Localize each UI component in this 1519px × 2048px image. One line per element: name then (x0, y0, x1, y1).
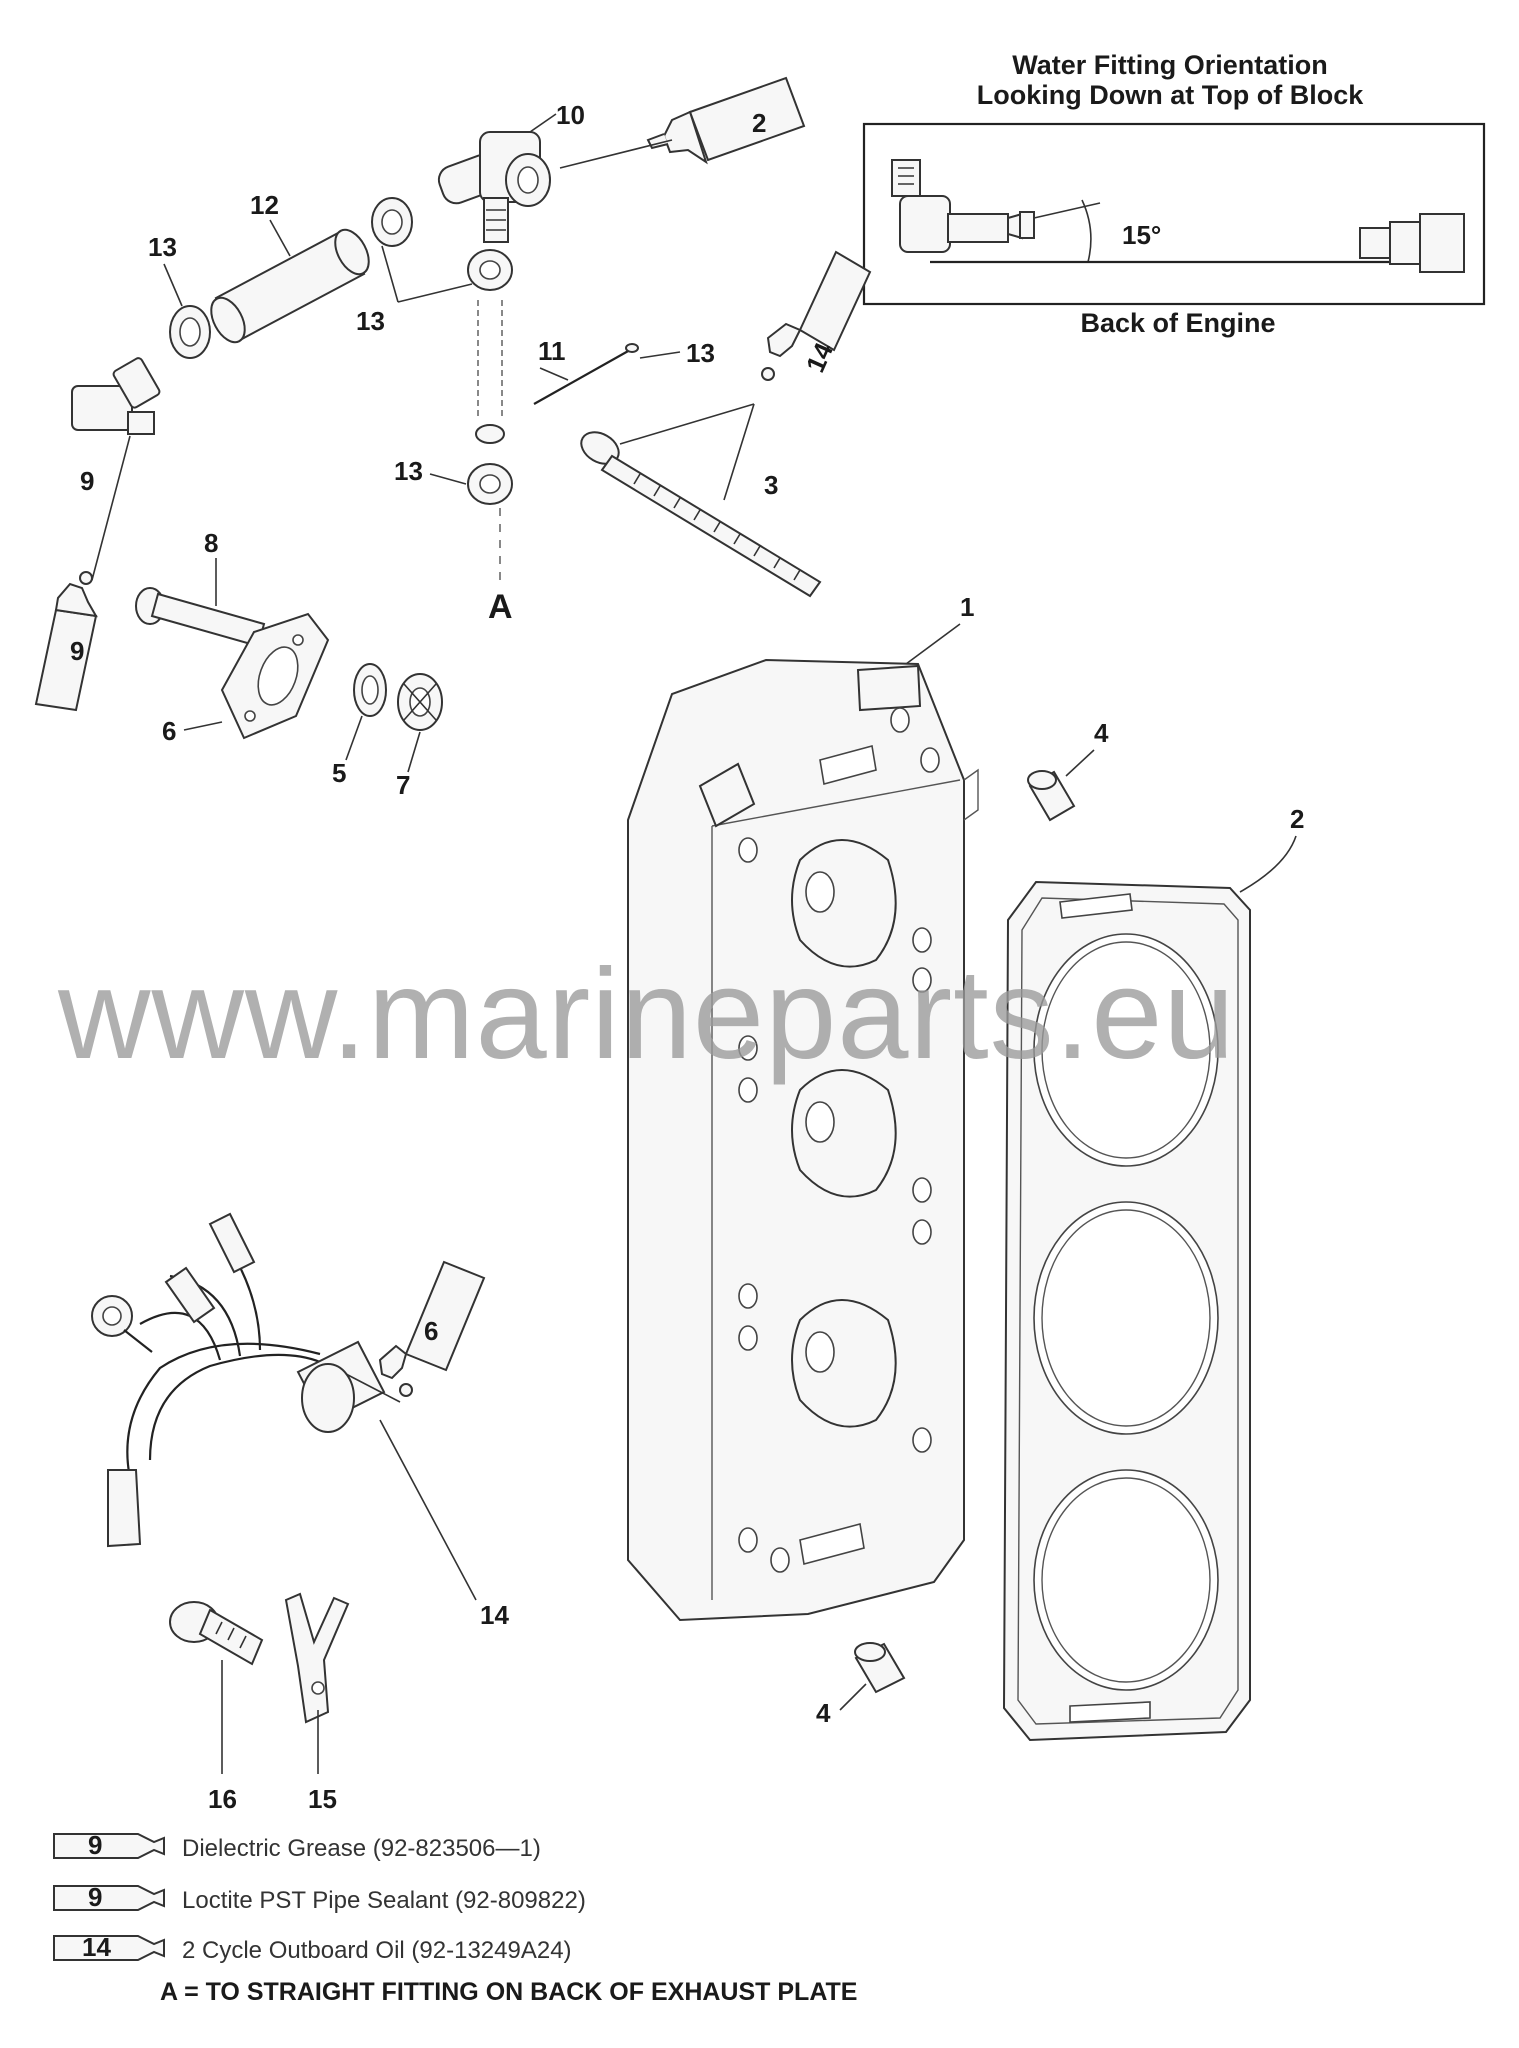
legend: 9 Dielectric Grease (92-823506—1) 9 Loct… (53, 1830, 857, 2006)
legend-item-1-text: Dielectric Grease (92-823506—1) (182, 1835, 541, 1862)
callout-2: 2 (1290, 804, 1304, 834)
hose-12 (210, 228, 370, 344)
watermark: www.marineparts.eu (57, 943, 1236, 1086)
callout-A: A (488, 588, 513, 626)
callout-4-top: 4 (1094, 718, 1109, 748)
callout-10: 10 (556, 100, 585, 130)
legend-item-1: 9 Dielectric Grease (92-823506—1) (53, 1830, 541, 1862)
hose-clamp-13-left (169, 305, 211, 359)
callout-6: 6 (162, 716, 176, 746)
head-gasket-2 (1002, 880, 1251, 1742)
callout-11: 11 (538, 336, 566, 366)
tube-top-label: 2 (752, 108, 766, 138)
callout-14: 14 (480, 1600, 509, 1630)
callout-3: 3 (764, 470, 778, 500)
inset-elbow-fitting (891, 159, 1035, 253)
callout-13-pin: 13 (686, 338, 715, 368)
tube-left-label: 9 (70, 636, 84, 666)
inset-caption: Back of Engine (1080, 308, 1275, 338)
callout-16: 16 (208, 1784, 237, 1814)
cover-plate-6 (220, 612, 330, 740)
gasket-bores (1033, 933, 1219, 1691)
legend-item-3-tube: 14 (82, 1932, 111, 1962)
tube-harness-label: 6 (424, 1316, 438, 1346)
inset-orientation-line (1033, 202, 1101, 219)
callout-15: 15 (308, 1784, 337, 1814)
sealant-tube-top: 2 (646, 76, 806, 165)
legend-item-2-text: Loctite PST Pipe Sealant (92-809822) (182, 1887, 586, 1914)
sealant-tube-left: 9 (34, 571, 98, 712)
inset-straight-fitting (1359, 213, 1465, 273)
inset-frame (862, 122, 1486, 306)
sealant-tube-harness: 6 (378, 1260, 486, 1397)
thermostat-7 (397, 673, 443, 731)
callout-9: 9 (80, 466, 94, 496)
dowel-pin-4-top (1027, 770, 1076, 822)
screw-3 (580, 431, 822, 598)
callout-5: 5 (332, 758, 346, 788)
callout-13-lower: 13 (394, 456, 423, 486)
inset-angle-label: 15° (1122, 220, 1161, 250)
inset-title-line1: Water Fitting Orientation (1012, 50, 1327, 80)
callout-4-bottom: 4 (816, 1698, 831, 1728)
tee-fitting-10 (437, 131, 551, 243)
callout-1: 1 (960, 592, 974, 622)
head-bolt-holes (738, 707, 940, 1573)
pin-11 (533, 343, 639, 405)
cylinder-head-1 (627, 658, 979, 1622)
inset-angle-arc (1081, 199, 1092, 263)
bolt-8 (135, 587, 266, 648)
legend-item-1-tube: 9 (88, 1830, 102, 1860)
dowel-pin-4-bottom (854, 1642, 906, 1694)
callout-12: 12 (250, 190, 279, 220)
screw-16 (169, 1601, 264, 1666)
legend-item-2: 9 Loctite PST Pipe Sealant (92-809822) (53, 1882, 586, 1914)
hose-clamp-13-upper (371, 197, 513, 291)
water-fitting-inset: Water Fitting Orientation Looking Down a… (862, 50, 1486, 338)
callout-13-upper: 13 (356, 306, 385, 336)
callout-7: 7 (396, 770, 410, 800)
legend-item-2-tube: 9 (88, 1882, 102, 1912)
legend-item-3-text: 2 Cycle Outboard Oil (92-13249A24) (182, 1937, 572, 1964)
inset-title-line2: Looking Down at Top of Block (977, 80, 1364, 110)
callout-8: 8 (204, 528, 218, 558)
sealant-tube-mid: 14 (761, 250, 872, 381)
cover-group: 8 6 5 7 (135, 528, 443, 800)
water-fitting-assembly: 10 2 12 13 13 (34, 76, 872, 712)
retaining-clip-15 (284, 1592, 350, 1724)
hose-clamp-13-lower (467, 463, 513, 505)
temperature-sensor-14 (91, 1212, 386, 1548)
footnote: A = TO STRAIGHT FITTING ON BACK OF EXHAU… (160, 1978, 857, 2006)
vertical-hose (475, 300, 505, 444)
elbow-fitting-9 (71, 357, 161, 435)
callout-13-left: 13 (148, 232, 177, 262)
gasket-5 (353, 663, 387, 717)
legend-item-3: 14 2 Cycle Outboard Oil (92-13249A24) (53, 1932, 572, 1964)
